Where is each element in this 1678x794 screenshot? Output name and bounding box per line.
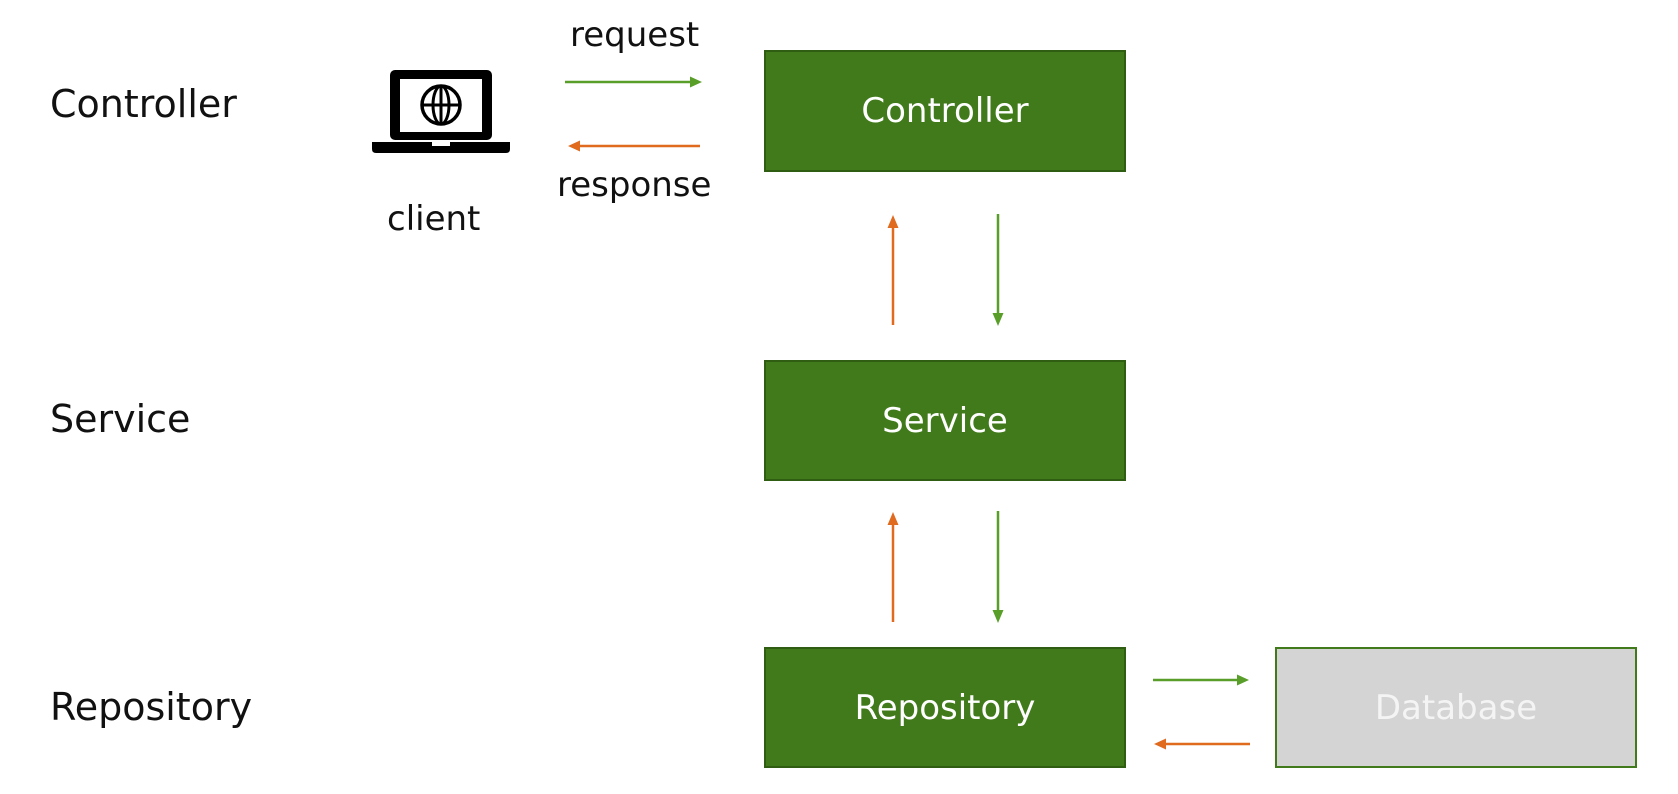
layer-label-service: Service [50, 397, 191, 441]
service-to-repository-arrow [992, 511, 1004, 623]
controller-to-service-arrow [992, 214, 1004, 326]
repository-to-database-arrow [1153, 674, 1249, 686]
service-box: Service [764, 360, 1126, 481]
layer-label-repository: Repository [50, 685, 253, 729]
repository-to-service-arrow [887, 512, 899, 622]
laptop-globe-icon [372, 70, 510, 153]
response-arrow [568, 140, 700, 152]
database-to-repository-arrow [1154, 738, 1250, 750]
repository-box-label: Repository [854, 687, 1036, 728]
request-label: request [570, 15, 700, 55]
controller-box: Controller [764, 50, 1126, 172]
response-label: response [557, 165, 712, 205]
controller-box-label: Controller [861, 91, 1029, 131]
database-box-label: Database [1374, 687, 1538, 728]
client-label: client [387, 199, 481, 239]
service-box-label: Service [882, 400, 1008, 441]
service-to-controller-arrow [887, 215, 899, 325]
repository-box: Repository [764, 647, 1126, 768]
request-arrow [565, 76, 702, 88]
layer-label-controller: Controller [50, 82, 237, 126]
database-box: Database [1275, 647, 1637, 768]
